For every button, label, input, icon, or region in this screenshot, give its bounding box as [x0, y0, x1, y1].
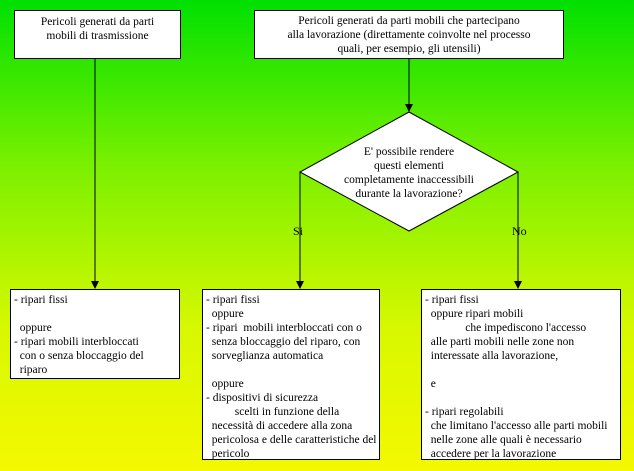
box-middle-line: pericolosa e delle caratteristiche del [206, 434, 377, 446]
box-middle-line: oppure [206, 378, 244, 390]
box-middle-line [206, 363, 376, 377]
box-right-line: - ripari fissi [425, 294, 479, 306]
box-left-line: - ripari mobili interbloccati [14, 336, 139, 348]
decision-line: completamente inaccessibili [344, 174, 474, 186]
box-right-line: interessate alla lavorazione, [425, 350, 559, 362]
box-right-line: alle parti mobili nelle zone non [425, 336, 575, 348]
decision-line: questi elementi [374, 160, 444, 172]
box-left-line: riparo [14, 364, 48, 376]
box-right-line: accedere per la lavorazione [425, 448, 557, 460]
box-right-line [425, 391, 617, 405]
label-yes: Si [293, 224, 304, 238]
decision-text: E' possibile rendere questi elementi com… [330, 145, 488, 201]
decision-diamond [298, 111, 520, 232]
box-middle-line: necessità di accedere alla zona [206, 420, 353, 432]
box-middle-line: sorveglianza automatica [206, 350, 324, 362]
arrow-decision [405, 104, 413, 112]
box-trasmissione-line: Pericoli generati da parti [40, 16, 155, 28]
box-right-line: oppure ripari mobili [425, 308, 524, 320]
arrow-left [91, 281, 99, 289]
box-lavorazione-line: quali, per esempio, gli utensili) [337, 43, 481, 55]
box-middle-line: - dispositivi di sicurezza [206, 392, 319, 404]
decision-line: E' possibile rendere [363, 146, 455, 158]
box-right: - ripari fissi oppure ripari mobili che … [421, 289, 621, 460]
box-right-line: - ripari regolabili [425, 406, 504, 418]
box-right-line: che impediscono l'accesso [425, 322, 587, 334]
box-trasmissione: Pericoli generati da parti mobili di tra… [14, 10, 181, 59]
box-lavorazione-line: alla lavorazione (direttamente coinvolte… [287, 29, 531, 41]
box-right-line [425, 363, 617, 377]
box-middle-line: oppure [206, 308, 244, 320]
box-left-line [14, 307, 176, 321]
box-middle-line: senza bloccaggio del riparo, con [206, 336, 361, 348]
box-left: - ripari fissi oppure - ripari mobili in… [10, 289, 180, 379]
arrow-yes [296, 281, 304, 289]
box-lavorazione-line: Pericoli generati da parti mobili che pa… [298, 15, 520, 27]
decision-line: durante la lavorazione? [355, 188, 463, 200]
box-middle-line: - ripari mobili interbloccati con o [206, 322, 362, 334]
box-right-line: nelle zone alle quali è necessario [425, 434, 582, 446]
box-left-line: oppure [14, 322, 52, 334]
arrow-no [514, 281, 522, 289]
box-trasmissione-line: mobili di trasmissione [46, 30, 149, 42]
label-no: No [512, 224, 527, 238]
box-middle-line: - ripari fissi [206, 294, 260, 306]
box-middle-line: scelti in funzione della [206, 406, 340, 418]
box-right-line: che limitano l'accesso alle parti mobili [425, 420, 608, 432]
box-middle-line: pericolo [206, 448, 250, 460]
box-right-line: e [425, 378, 436, 390]
box-middle: - ripari fissi oppure - ripari mobili in… [202, 289, 380, 460]
box-lavorazione: Pericoli generati da parti mobili che pa… [254, 10, 564, 59]
box-left-line: - ripari fissi [14, 294, 68, 306]
box-left-line: con o senza bloccaggio del [14, 350, 144, 362]
